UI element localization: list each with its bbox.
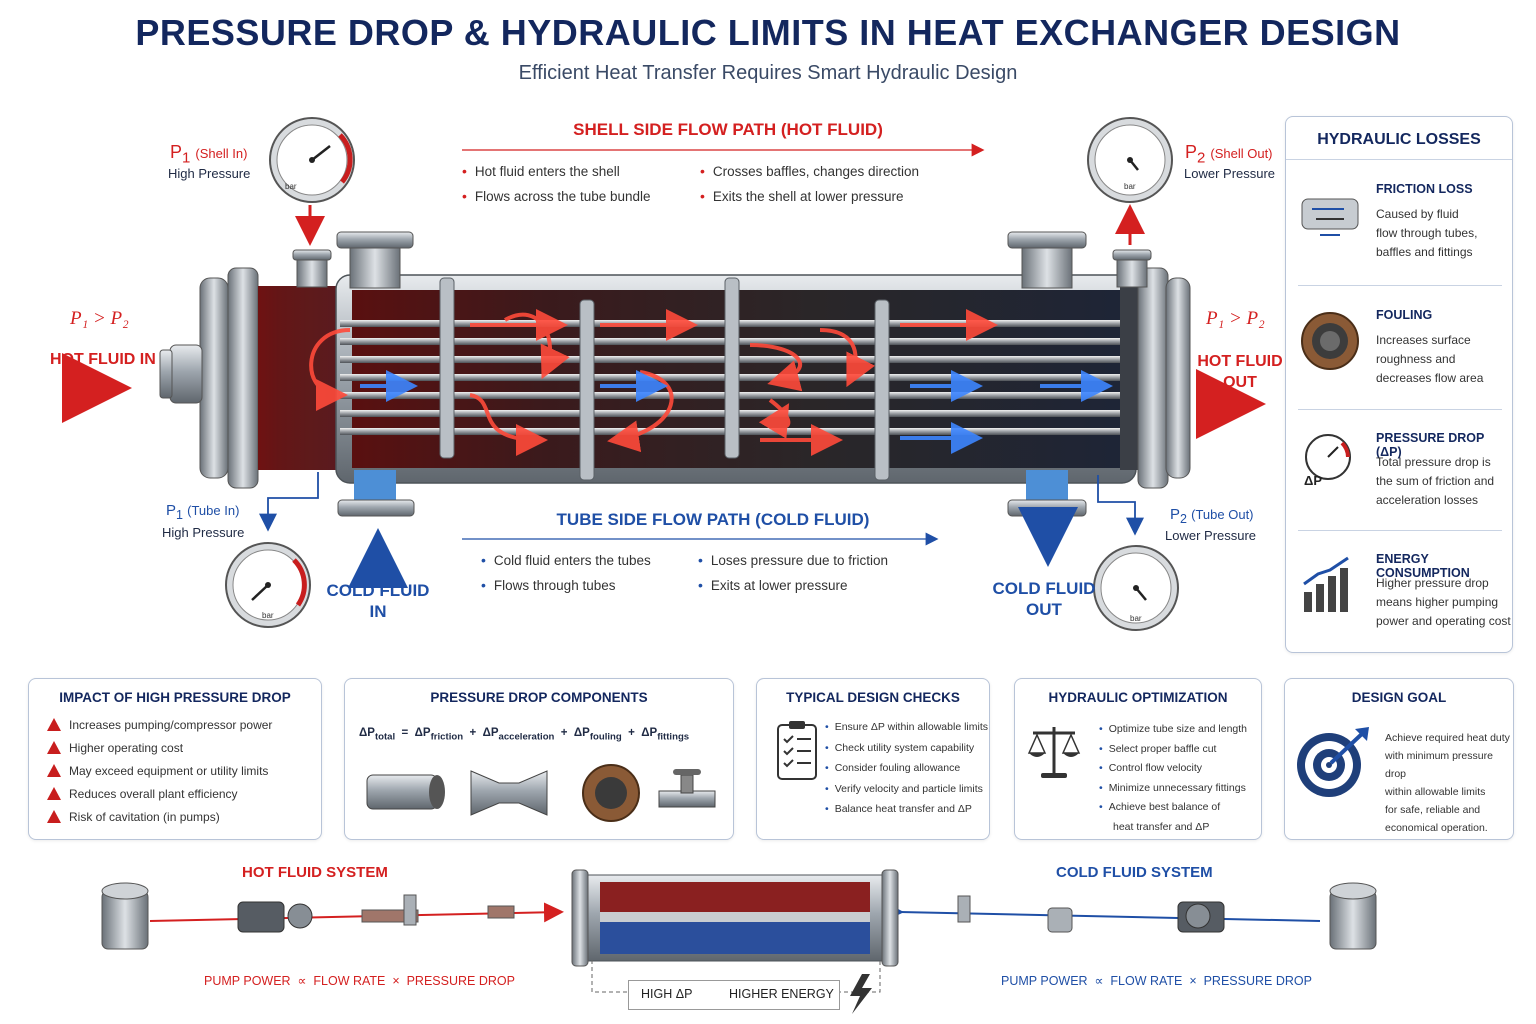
cold-pump-formula: PUMP POWER ∝ FLOW RATE × PRESSURE DROP <box>1001 974 1312 988</box>
impact-title: IMPACT OF HIGH PRESSURE DROP <box>59 690 291 705</box>
balance-scale-icon <box>1027 727 1081 778</box>
gauge-shell-out <box>1087 117 1173 203</box>
gauge-shell-in <box>269 117 355 203</box>
hot-pump-formula: PUMP POWER ∝ FLOW RATE × PRESSURE DROP <box>204 974 515 988</box>
left-head <box>159 267 340 489</box>
hot-flow-arrows <box>309 309 998 456</box>
shell-path-bullets-right: •Crosses baffles, changes direction •Exi… <box>700 163 920 204</box>
pressure-relation-right: P₁ > P₂ <box>1206 308 1265 329</box>
impact-list: Increases pumping/compressor power Highe… <box>47 714 272 829</box>
pressure-relation-left: P₁ > P₂ <box>70 308 129 329</box>
right-head <box>1120 267 1191 489</box>
pressure-drop-formula: ΔPtotal = ΔPfriction + ΔPacceleration + … <box>359 727 690 743</box>
shell-out-label: P2 (Shell Out) <box>1185 142 1273 167</box>
shell-path-title: SHELL SIDE FLOW PATH (HOT FLUID) <box>573 120 883 139</box>
tube-out-label: P2 (Tube Out) <box>1170 506 1254 526</box>
delta-p-badge: ΔP <box>1304 473 1323 488</box>
components-title: PRESSURE DROP COMPONENTS <box>430 690 648 705</box>
fouled-tube-icon <box>1301 312 1359 370</box>
tube-path-bullets-left: •Cold fluid enters the tubes •Flows thro… <box>481 552 651 593</box>
energy-right: HIGHER ENERGY <box>729 987 834 1001</box>
gauge-unit-1: bar <box>285 182 297 191</box>
shell-in-desc: High Pressure <box>168 166 251 181</box>
components-illustrations <box>366 764 716 822</box>
warning-icon <box>47 787 61 800</box>
cold-system-title: COLD FLUID SYSTEM <box>1056 864 1213 881</box>
clipboard-icon <box>777 721 817 780</box>
cold-flow-arrows <box>360 370 1113 454</box>
warning-icon <box>47 810 61 823</box>
checks-panel: TYPICAL DESIGN CHECKS •Ensure ΔP within … <box>756 678 990 840</box>
valve-icon <box>658 769 716 808</box>
gauge-tube-in <box>225 542 311 628</box>
warning-icon <box>47 718 61 731</box>
impact-panel: IMPACT OF HIGH PRESSURE DROP Increases p… <box>28 678 322 840</box>
tube-path-title: TUBE SIDE FLOW PATH (COLD FLUID) <box>556 510 870 529</box>
pipe-flow-icon <box>1301 198 1359 236</box>
hot-system-title: HOT FLUID SYSTEM <box>242 864 388 881</box>
shell-path-bullets-left: •Hot fluid enters the shell •Flows acros… <box>462 163 651 204</box>
checks-title: TYPICAL DESIGN CHECKS <box>786 690 960 705</box>
warning-icon <box>47 741 61 754</box>
rising-bars-icon <box>1303 556 1349 612</box>
shell-out-desc: Lower Pressure <box>1184 166 1276 181</box>
hydraulic-losses-title: HYDRAULIC LOSSES <box>1317 131 1481 148</box>
warning-icon <box>47 764 61 777</box>
page-title: PRESSURE DROP & HYDRAULIC LIMITS IN HEAT… <box>135 12 1401 53</box>
tube-out-desc: Lower Pressure <box>1165 528 1257 543</box>
gauge-tube-out <box>1093 545 1179 631</box>
components-panel: PRESSURE DROP COMPONENTS ΔPtotal = ΔPfri… <box>344 678 734 840</box>
gauge-unit-4: bar <box>1130 614 1142 623</box>
gauge-unit-3: bar <box>262 611 274 620</box>
gauge-icon <box>1305 434 1351 480</box>
pipe-icon <box>366 774 445 810</box>
checks-list: •Ensure ΔP within allowable limits •Chec… <box>825 721 988 815</box>
optimization-list: •Optimize tube size and length •Select p… <box>1099 723 1248 833</box>
shell-in-label: P1 (Shell In) <box>170 142 248 167</box>
gauge-unit-2: bar <box>1124 182 1136 191</box>
baffles <box>439 277 890 481</box>
fouled-tube-icon <box>582 764 640 822</box>
optimization-panel: HYDRAULIC OPTIMIZATION •Optimize tube si… <box>1014 678 1262 840</box>
tube-in-label: P1 (Tube In) <box>166 502 240 522</box>
energy-relation-box: HIGH ΔP HIGHER ENERGY <box>628 980 840 1010</box>
system-lines <box>101 869 1377 1014</box>
hot-fluid-in-label: HOT FLUID IN <box>50 351 156 368</box>
optimization-title: HYDRAULIC OPTIMIZATION <box>1048 690 1228 705</box>
energy-left: HIGH ΔP <box>641 987 693 1001</box>
page-subtitle: Efficient Heat Transfer Requires Smart H… <box>518 62 1018 84</box>
tube-path-bullets-right: •Loses pressure due to friction •Exits a… <box>698 552 889 593</box>
target-icon <box>1297 727 1369 797</box>
hydraulic-losses-panel: HYDRAULIC LOSSES FRICTION LOSS Caused by… <box>1285 116 1513 653</box>
reducer-icon <box>470 770 548 816</box>
tube-in-desc: High Pressure <box>162 525 245 540</box>
goal-title: DESIGN GOAL <box>1351 690 1447 705</box>
